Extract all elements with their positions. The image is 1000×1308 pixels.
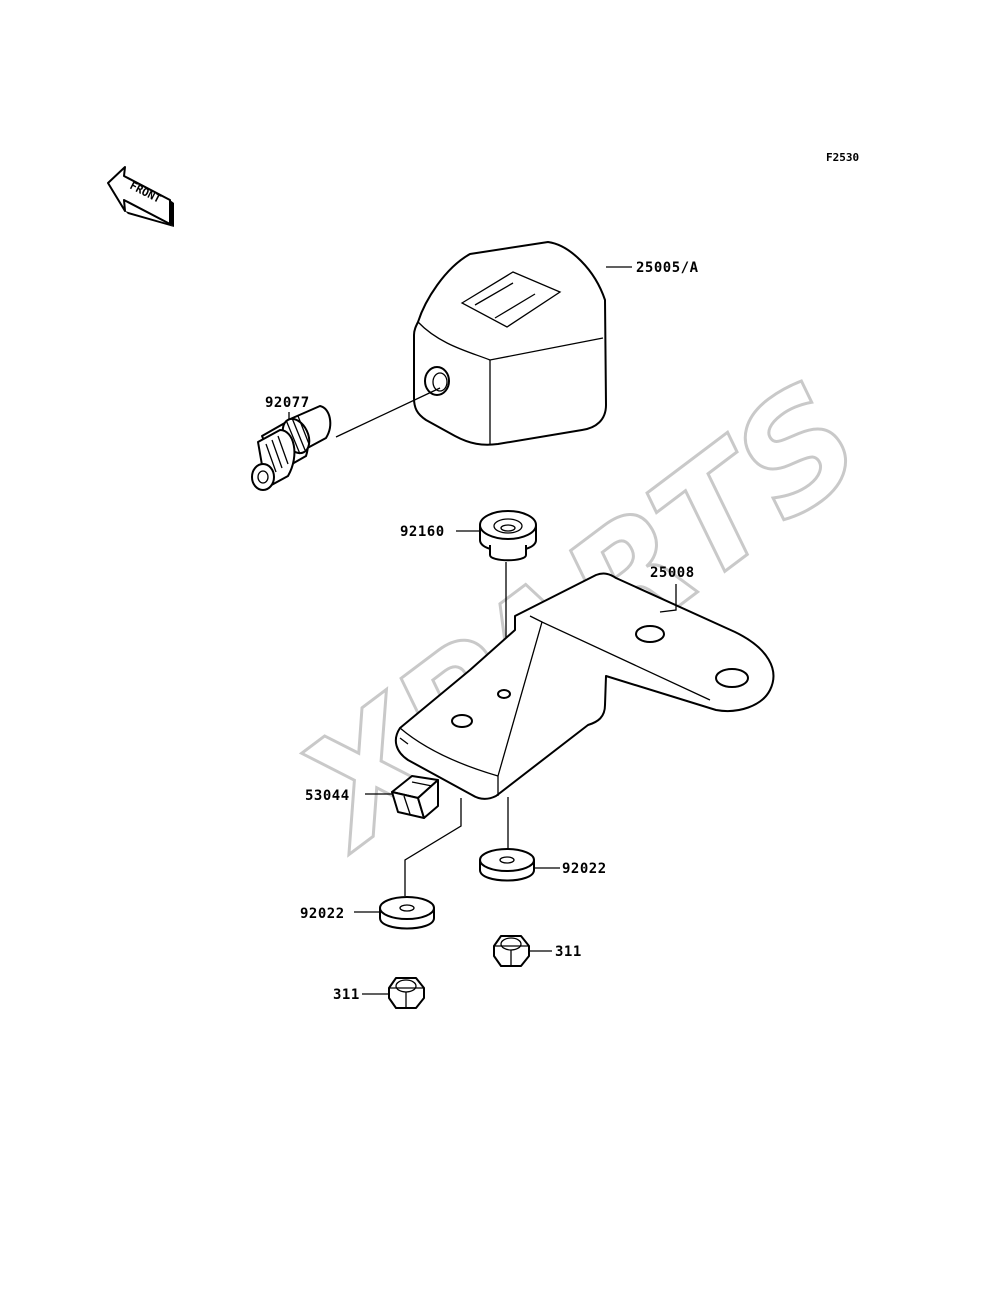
washer-right-part-92022: [479, 797, 560, 882]
label-25005: 25005/A: [636, 260, 699, 276]
label-92077: 92077: [265, 395, 310, 411]
label-25008: 25008: [650, 565, 695, 581]
damper-part-92160: [456, 510, 537, 690]
label-53044: 53044: [305, 788, 350, 804]
label-311-left: 311: [333, 987, 360, 1003]
label-92160: 92160: [400, 524, 445, 540]
nut-left-part-311: [362, 977, 425, 1009]
bracket-part-25008: [394, 572, 775, 800]
joint-part-92077: [251, 387, 441, 491]
front-arrow-icon: FRONT: [107, 166, 174, 227]
label-92022-left: 92022: [300, 906, 345, 922]
nut-right-part-311: [493, 935, 552, 967]
cover-part-25005: [413, 241, 632, 446]
washer-left-part-92022: [354, 798, 462, 930]
diagram-code: F2530: [826, 151, 859, 164]
label-311-right: 311: [555, 944, 582, 960]
label-92022-right: 92022: [562, 861, 607, 877]
clip-part-53044: [365, 775, 439, 819]
